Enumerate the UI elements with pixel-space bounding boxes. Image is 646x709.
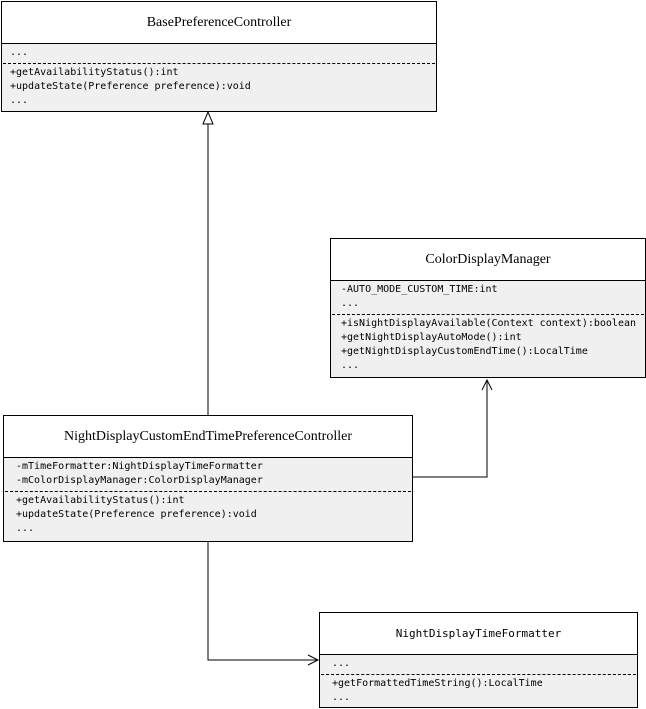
inheritance-arrowhead bbox=[202, 110, 214, 125]
class-body: ... +getAvailabilityStatus():int +update… bbox=[2, 44, 436, 111]
operations-compartment: +getAvailabilityStatus():int +updateStat… bbox=[4, 492, 412, 538]
operation: +getNightDisplayAutoMode():int bbox=[341, 332, 522, 343]
attributes-compartment: ... bbox=[2, 44, 436, 63]
operation: +getAvailabilityStatus():int bbox=[16, 495, 185, 506]
operation: +getAvailabilityStatus():int bbox=[10, 67, 179, 78]
class-night-display-custom-end-time-preference-controller[interactable]: NightDisplayCustomEndTimePreferenceContr… bbox=[3, 415, 413, 542]
operation: ... bbox=[341, 360, 360, 371]
attributes-compartment: -AUTO_MODE_CUSTOM_TIME:int ... bbox=[331, 281, 645, 314]
class-name: NightDisplayCustomEndTimePreferenceContr… bbox=[4, 416, 412, 458]
association-arrowhead-formatter bbox=[307, 654, 320, 666]
operation: +getNightDisplayCustomEndTime():LocalTim… bbox=[341, 346, 588, 357]
operations-compartment: +isNightDisplayAvailable(Context context… bbox=[331, 315, 645, 375]
operations-compartment: +getFormattedTimeString():LocalTime ... bbox=[320, 675, 637, 707]
operation: ... bbox=[16, 523, 35, 534]
operation: ... bbox=[10, 95, 29, 106]
class-body: ... +getFormattedTimeString():LocalTime … bbox=[320, 655, 637, 707]
association-arrowhead-color bbox=[481, 378, 493, 391]
attributes-compartment: ... bbox=[320, 655, 637, 674]
attribute: -mColorDisplayManager:ColorDisplayManage… bbox=[16, 475, 263, 486]
class-name: BasePreferenceController bbox=[2, 2, 436, 44]
association-line-formatter bbox=[207, 541, 318, 661]
attribute: ... bbox=[332, 658, 351, 669]
operation: +getFormattedTimeString():LocalTime bbox=[332, 678, 543, 689]
compartment-divider bbox=[3, 63, 435, 64]
attribute: ... bbox=[341, 298, 360, 309]
attributes-compartment: -mTimeFormatter:NightDisplayTimeFormatte… bbox=[4, 458, 412, 491]
compartment-divider bbox=[321, 674, 636, 675]
class-night-display-time-formatter[interactable]: NightDisplayTimeFormatter ... +getFormat… bbox=[319, 612, 638, 708]
operations-compartment: +getAvailabilityStatus():int +updateStat… bbox=[2, 64, 436, 110]
compartment-divider bbox=[332, 314, 644, 315]
class-body: -AUTO_MODE_CUSTOM_TIME:int ... +isNightD… bbox=[331, 281, 645, 377]
class-color-display-manager[interactable]: ColorDisplayManager -AUTO_MODE_CUSTOM_TI… bbox=[330, 238, 646, 378]
compartment-divider bbox=[5, 491, 411, 492]
attribute: -AUTO_MODE_CUSTOM_TIME:int bbox=[341, 284, 498, 295]
operation: +updateState(Preference preference):void bbox=[10, 81, 251, 92]
attribute: ... bbox=[10, 47, 29, 58]
attribute: -mTimeFormatter:NightDisplayTimeFormatte… bbox=[16, 461, 263, 472]
association-line-color bbox=[412, 380, 488, 478]
class-base-preference-controller[interactable]: BasePreferenceController ... +getAvailab… bbox=[1, 1, 437, 112]
operation: +updateState(Preference preference):void bbox=[16, 509, 257, 520]
operation: +isNightDisplayAvailable(Context context… bbox=[341, 318, 637, 329]
class-name: NightDisplayTimeFormatter bbox=[320, 613, 637, 655]
operation: ... bbox=[332, 692, 351, 703]
class-name: ColorDisplayManager bbox=[331, 239, 645, 281]
class-body: -mTimeFormatter:NightDisplayTimeFormatte… bbox=[4, 458, 412, 541]
